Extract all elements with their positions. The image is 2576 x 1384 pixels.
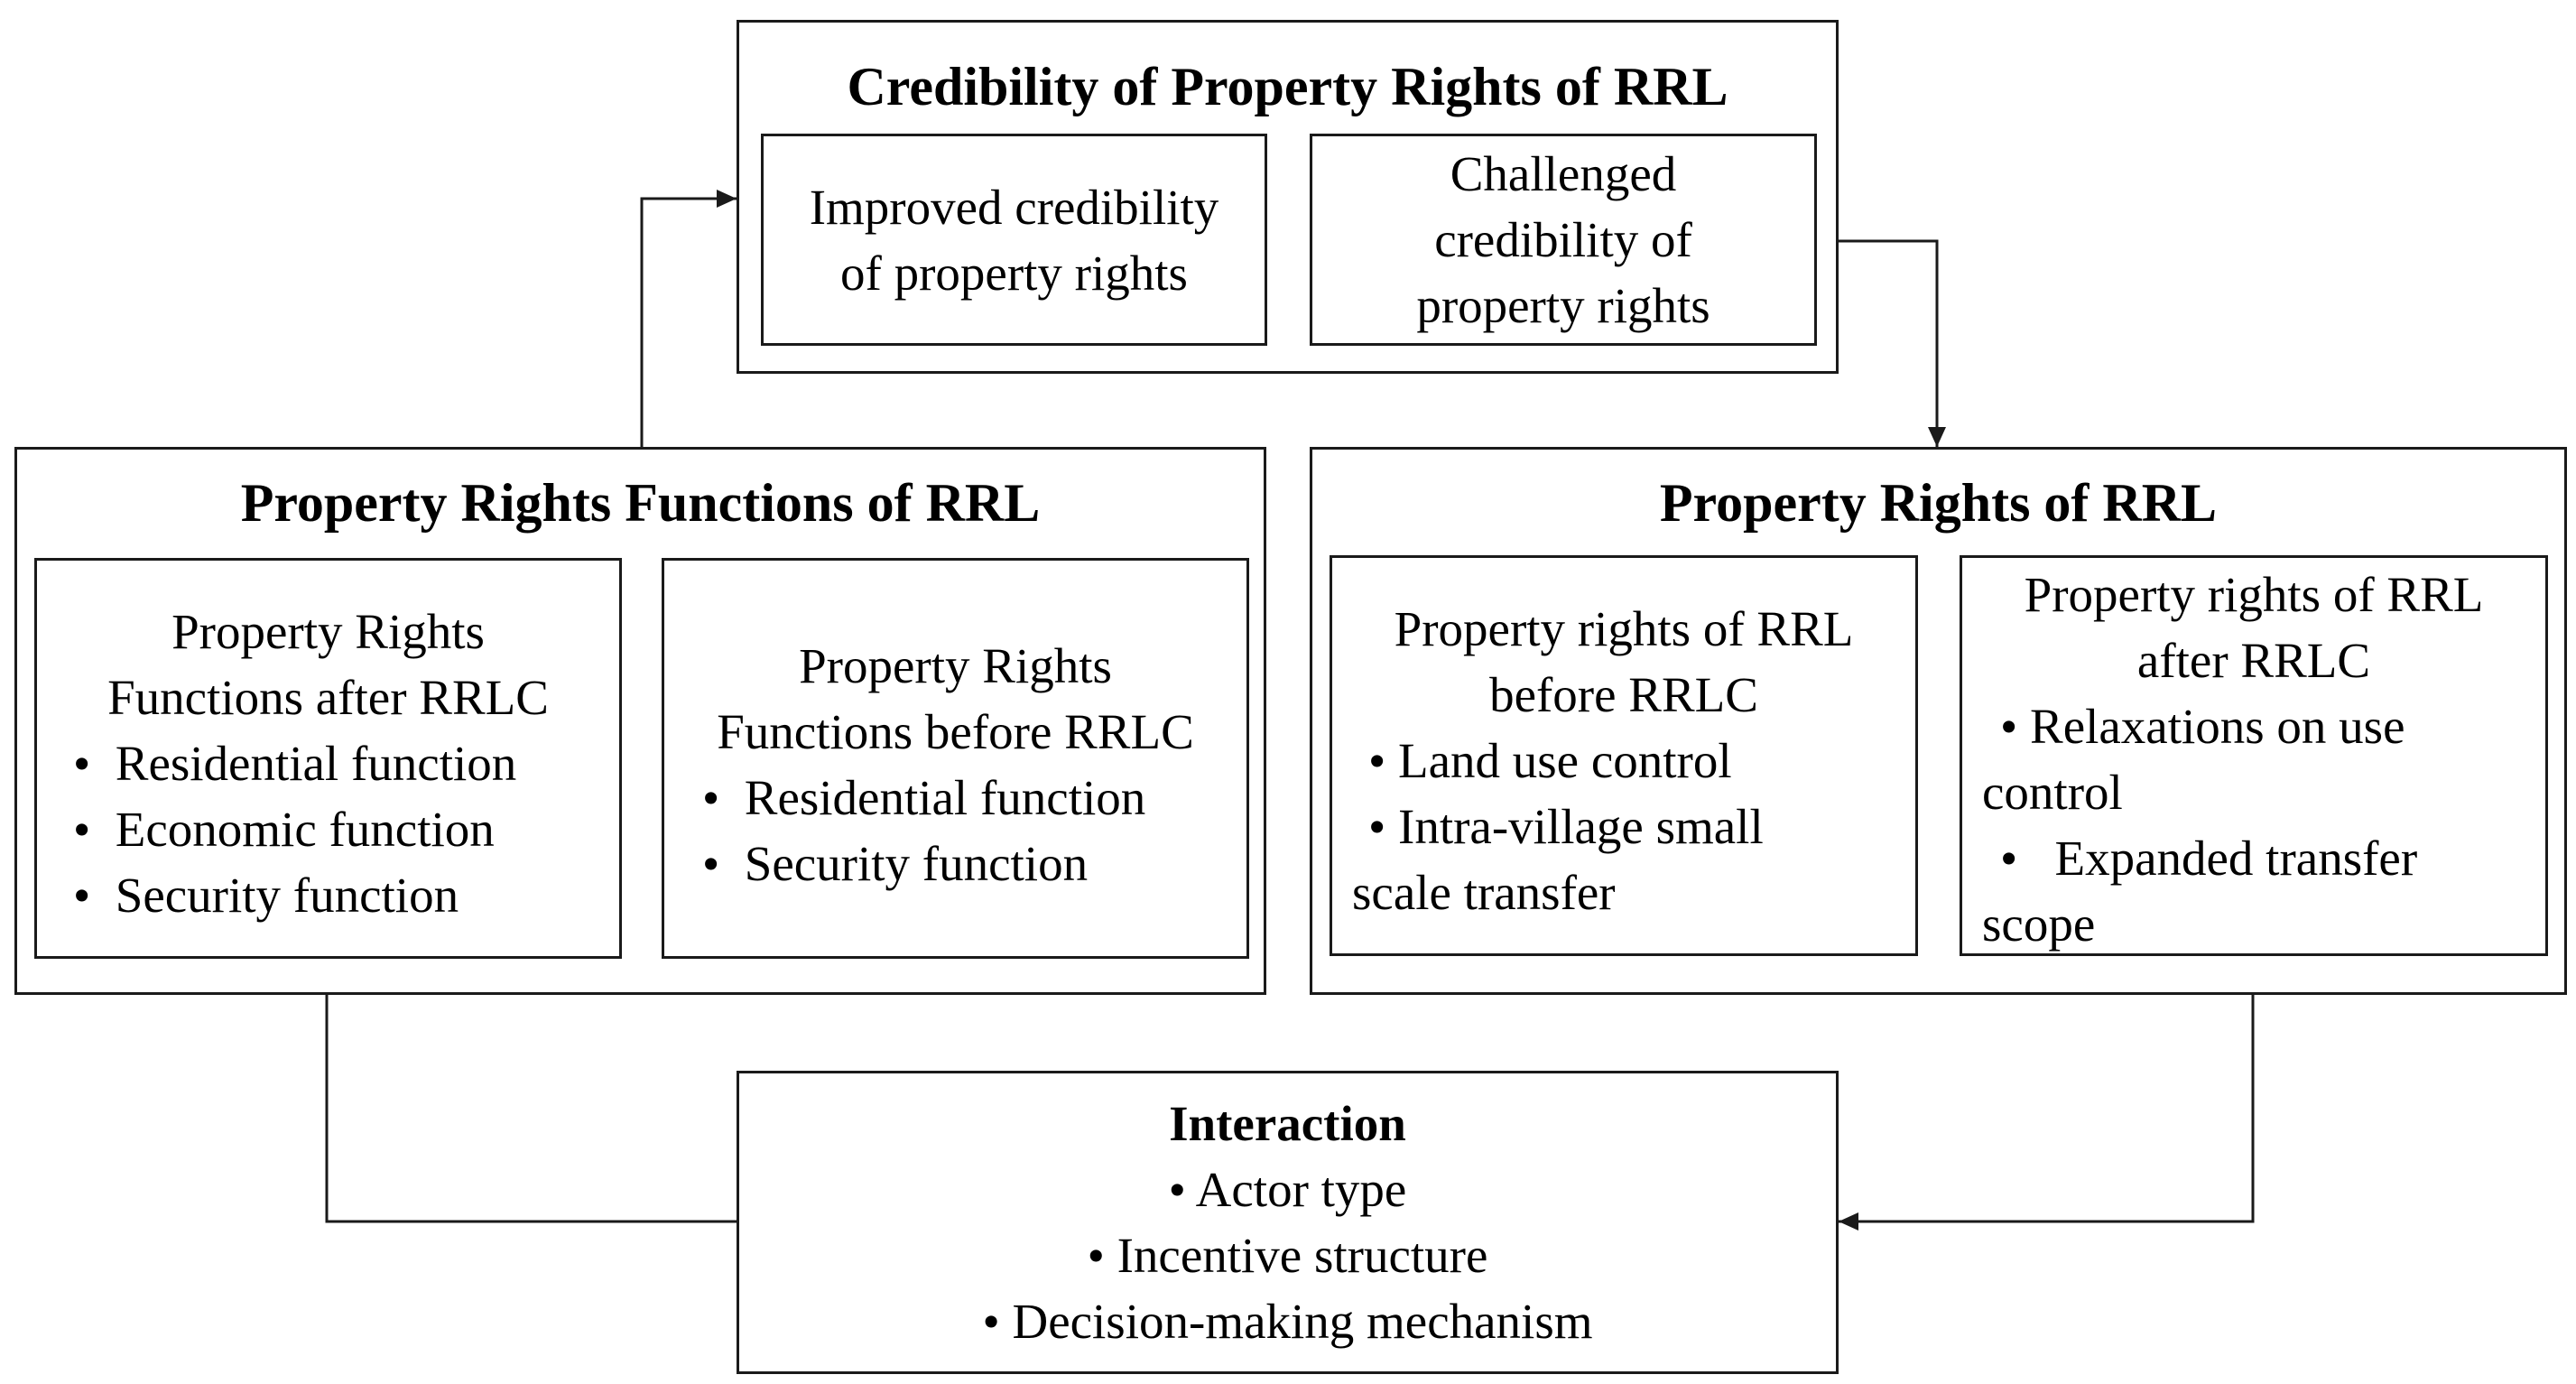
functions-before-box: Property Rights Functions before RRLC • … <box>662 558 1249 959</box>
functions-after-item-text: Economic function <box>115 802 495 857</box>
functions-after-box: Property Rights Functions after RRLC • R… <box>34 558 622 959</box>
functions-after-item-text: Security function <box>115 868 459 923</box>
functions-after-item-text: Residential function <box>115 736 517 791</box>
bullet: • <box>2000 699 2018 754</box>
bullet: • <box>73 868 91 923</box>
interaction-item: • Actor type <box>1169 1156 1407 1222</box>
interaction-item-text: Incentive structure <box>1117 1228 1488 1283</box>
rights-after-heading-2: after RRLC <box>2136 633 2371 688</box>
rights-before-item-text: Land use control <box>1398 733 1732 788</box>
functions-after-heading-1: Property Rights <box>171 604 485 659</box>
improved-credibility-box: Improved credibility of property rights <box>761 134 1267 346</box>
rights-after-item-cont: scope <box>1982 896 2096 952</box>
rights-before-item-text: Intra-village small <box>1398 799 1764 854</box>
arrow-challenged-to-rights <box>1817 239 1946 447</box>
rights-after-item-text: Expanded transfer <box>2054 831 2418 886</box>
rights-after-box: Property rights of RRL after RRLC • Rela… <box>1960 555 2548 956</box>
rights-before-heading-1: Property rights of RRL <box>1394 601 1854 656</box>
functions-after-item: • Residential function <box>73 730 619 796</box>
rights-after-item-cont: control <box>1982 765 2123 820</box>
functions-after-heading-2: Functions after RRLC <box>107 670 549 725</box>
challenged-line-3: property rights <box>1416 278 1710 333</box>
rights-before-item: • Intra-village small <box>1368 794 1915 859</box>
bullet: • <box>1368 733 1386 788</box>
interaction-item-text: Decision-making mechanism <box>1012 1294 1593 1349</box>
arrow-rights-to-interaction <box>1839 957 2255 1231</box>
functions-before-heading-2: Functions before RRLC <box>717 704 1194 759</box>
functions-after-item: • Economic function <box>73 796 619 862</box>
rights-before-item-cont: scale transfer <box>1352 865 1616 920</box>
credibility-title: Credibility of Property Rights of RRL <box>847 57 1728 116</box>
improved-line-2: of property rights <box>840 245 1188 301</box>
challenged-line-1: Challenged <box>1450 146 1677 201</box>
bullet: • <box>1168 1162 1186 1217</box>
rights-before-item: • Land use control <box>1368 728 1915 794</box>
functions-before-item-text: Residential function <box>744 770 1146 825</box>
improved-line-1: Improved credibility <box>809 179 1219 235</box>
bullet: • <box>982 1294 1000 1349</box>
challenged-line-2: credibility of <box>1434 212 1692 267</box>
functions-after-item: • Security function <box>73 862 619 928</box>
bullet: • <box>73 736 91 791</box>
interaction-item-text: Actor type <box>1195 1162 1407 1217</box>
interaction-item: • Decision-making mechanism <box>982 1288 1592 1354</box>
arrow-functions-to-credibility <box>640 190 737 447</box>
rights-before-box: Property rights of RRL before RRLC • Lan… <box>1330 555 1918 956</box>
arrow-interaction-to-functions <box>318 961 737 1223</box>
functions-before-item: • Residential function <box>702 765 1246 831</box>
functions-before-item-text: Security function <box>744 836 1089 891</box>
bullet: • <box>702 836 720 891</box>
rights-after-item-text: Relaxations on use <box>2030 699 2405 754</box>
functions-before-item: • Security function <box>702 831 1246 896</box>
interaction-title: Interaction <box>1169 1096 1406 1151</box>
bullet: • <box>73 802 91 857</box>
interaction-item: • Incentive structure <box>1088 1222 1488 1288</box>
rights-title: Property Rights of RRL <box>1659 473 2218 533</box>
bullet: • <box>702 770 720 825</box>
rights-after-item: • Relaxations on use <box>1962 693 2545 759</box>
bullet: • <box>1087 1228 1105 1283</box>
bullet: • <box>1368 799 1386 854</box>
functions-title: Property Rights Functions of RRL <box>240 473 1041 533</box>
interaction-box: Interaction • Actor type • Incentive str… <box>737 1071 1839 1374</box>
bullet: • <box>2000 831 2018 886</box>
challenged-credibility-box: Challenged credibility of property right… <box>1310 134 1817 346</box>
rights-after-item: • Expanded transfer <box>1962 825 2545 891</box>
rights-before-heading-2: before RRLC <box>1489 667 1758 722</box>
rights-after-heading-1: Property rights of RRL <box>2024 567 2484 622</box>
functions-before-heading-1: Property Rights <box>799 638 1112 693</box>
